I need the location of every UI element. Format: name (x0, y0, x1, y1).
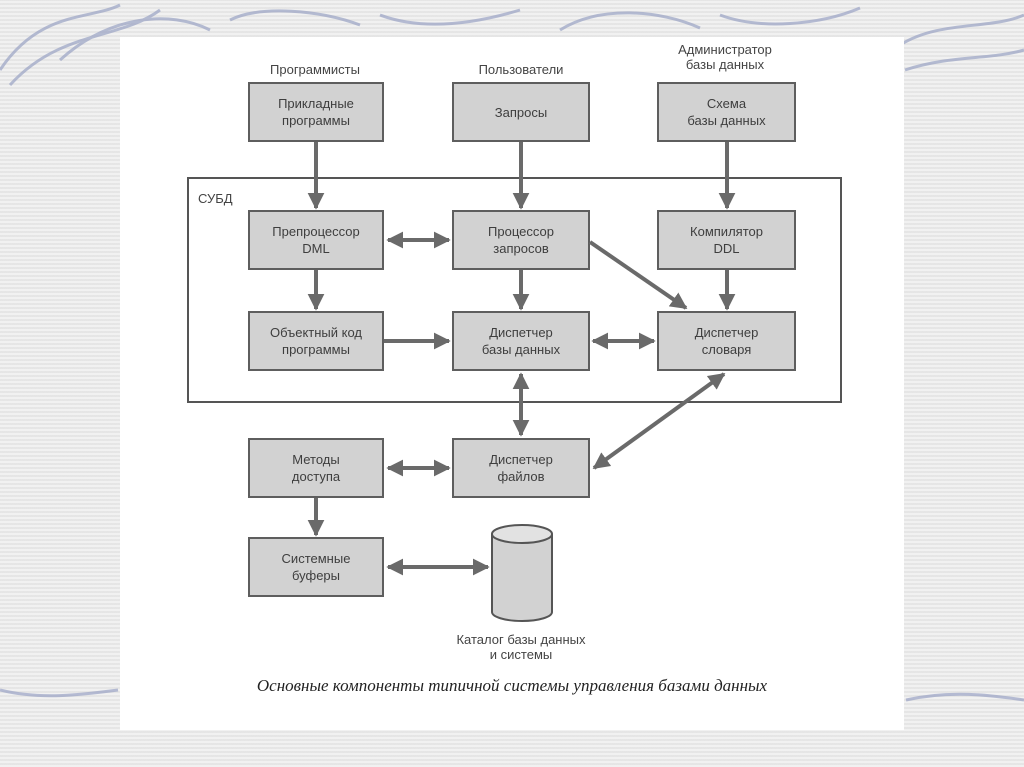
actor-dba: Администратор базы данных (678, 42, 772, 72)
diagram-caption: Основные компоненты типичной системы упр… (256, 676, 768, 695)
box-query-processor-label: Процессор запросов (488, 224, 554, 256)
box-query-processor: Процессор запросов (452, 210, 590, 270)
box-db-manager: Диспетчер базы данных (452, 311, 590, 371)
arrow-dictionary-file-manager-bidir (592, 372, 726, 470)
box-object-code: Объектный код программы (248, 311, 384, 371)
box-object-code-label: Объектный код программы (269, 325, 363, 357)
box-queries-label: Запросы (494, 104, 548, 120)
box-system-buffers-label: Системные буферы (281, 551, 351, 583)
box-dml-preprocessor: Препроцессор DML (248, 210, 384, 270)
box-dml-preprocessor-label: Препроцессор DML (272, 224, 360, 256)
box-ddl-compiler-label: Компилятор DDL (690, 224, 763, 256)
box-app-programs-label: Прикладные программы (278, 96, 354, 128)
box-access-methods-label: Методы доступа (291, 452, 341, 484)
box-db-schema-label: Схема базы данных (687, 96, 766, 128)
database-label: Каталог базы данных и системы (456, 632, 586, 662)
box-file-manager: Диспетчер файлов (452, 438, 590, 498)
database-cylinder-icon (491, 524, 553, 622)
actor-programmers: Программисты (270, 62, 360, 77)
dbms-label: СУБД (198, 191, 233, 206)
box-app-programs: Прикладные программы (248, 82, 384, 142)
box-access-methods: Методы доступа (248, 438, 384, 498)
actor-users: Пользователи (478, 62, 564, 77)
box-dictionary-manager: Диспетчер словаря (657, 311, 796, 371)
box-db-manager-label: Диспетчер базы данных (481, 325, 561, 357)
box-dictionary-manager-label: Диспетчер словаря (694, 325, 759, 357)
box-ddl-compiler: Компилятор DDL (657, 210, 796, 270)
box-system-buffers: Системные буферы (248, 537, 384, 597)
box-db-schema: Схема базы данных (657, 82, 796, 142)
box-file-manager-label: Диспетчер файлов (489, 452, 553, 484)
arrow-processor-to-dictionary (588, 240, 688, 310)
box-queries: Запросы (452, 82, 590, 142)
